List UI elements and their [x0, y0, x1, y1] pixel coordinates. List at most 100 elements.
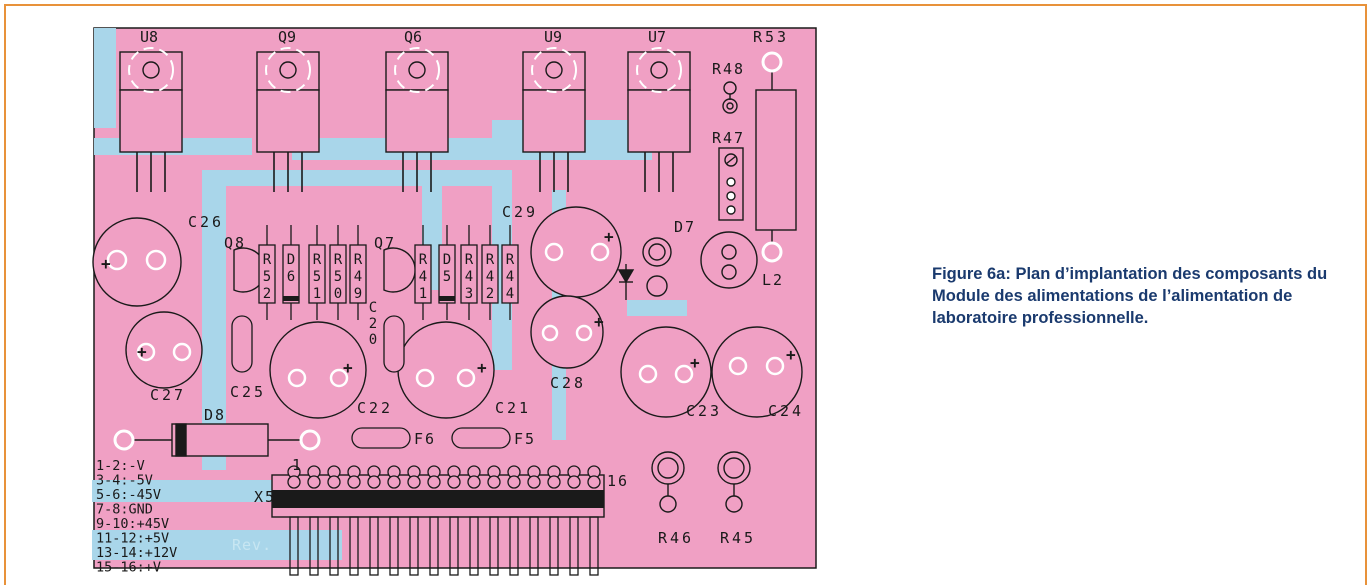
r41-resistor	[414, 244, 432, 304]
label-l2: L2	[762, 271, 784, 289]
label-u7: U7	[648, 28, 666, 46]
figure-caption: Figure 6a: Plan d’implantation des compo…	[932, 263, 1332, 329]
x5-pin-lead	[389, 516, 399, 576]
svg-text:+: +	[604, 227, 614, 246]
r51-resistor	[308, 244, 326, 304]
r46-resistor	[651, 451, 685, 513]
to220-packages	[119, 51, 691, 153]
c26-capacitor	[92, 217, 182, 307]
x5-pin-lead	[569, 516, 579, 576]
l2-inductor	[700, 231, 758, 289]
r43-resistor	[460, 244, 478, 304]
label-c27: C27	[150, 386, 186, 404]
label-c24: C24	[768, 402, 804, 420]
label-r53: R53	[753, 28, 789, 46]
label-c25: C25	[230, 383, 266, 401]
c28-capacitor	[530, 295, 604, 369]
x5-pin-lead	[409, 516, 419, 576]
svg-text:+: +	[594, 312, 604, 331]
r45-resistor	[717, 451, 751, 513]
c22-capacitor	[269, 321, 367, 419]
d8-diode	[113, 423, 321, 457]
label-d7: D7	[674, 218, 696, 236]
pin-legend-line: 9-10:+45V	[96, 516, 169, 532]
label-c28: C28	[550, 374, 586, 392]
x5-pin-lead	[309, 516, 319, 576]
x5-pin-pad	[587, 475, 601, 489]
x5-pin-pad	[547, 475, 561, 489]
x5-pin-lead	[329, 516, 339, 576]
pin-legend-line: 7-8:GND	[96, 502, 153, 518]
copper-traces	[92, 28, 687, 560]
label-f5: F5	[514, 430, 536, 448]
pin-legend-line: 13-14:+12V	[96, 545, 177, 561]
c24-capacitor	[711, 326, 803, 418]
d7-led	[617, 237, 672, 300]
pcb-layout: +++ +++ ++	[92, 20, 818, 582]
x5-pin-lead	[429, 516, 439, 576]
c25-capacitor	[231, 315, 253, 373]
x5-pin-pad	[527, 475, 541, 489]
x5-pin-pad	[387, 475, 401, 489]
r52-resistor	[258, 244, 276, 304]
figure-frame	[4, 4, 1367, 585]
x5-pin-pad	[467, 475, 481, 489]
x5-pin-pad	[347, 475, 361, 489]
caption-label: Figure 6a:	[932, 265, 1011, 283]
label-u9: U9	[544, 28, 562, 46]
svg-text:+: +	[137, 342, 147, 361]
watermark: Rev.	[232, 536, 272, 554]
label-c29: C29	[502, 203, 538, 221]
x5-pin-pad	[307, 475, 321, 489]
label-q9: Q9	[278, 28, 296, 46]
f6-fuse	[351, 427, 411, 449]
q6-package	[385, 51, 449, 153]
x5-pin-pad	[427, 475, 441, 489]
x5-pin-lead	[549, 516, 559, 576]
label-c21: C21	[495, 399, 531, 417]
u8-package	[119, 51, 183, 153]
x5-pin-pad	[407, 475, 421, 489]
c20-capacitor	[383, 315, 405, 373]
x5-pin-lead	[289, 516, 299, 576]
r47-trimmer	[718, 147, 744, 221]
x5-pin-lead	[529, 516, 539, 576]
x5-pin-pad	[487, 475, 501, 489]
x5-pin-lead	[449, 516, 459, 576]
r53-resistor	[755, 51, 797, 263]
r42-resistor	[481, 244, 499, 304]
label-r46: R46	[658, 529, 694, 547]
x5-pin-lead	[489, 516, 499, 576]
svg-text:+: +	[690, 353, 700, 372]
label-c26: C26	[188, 213, 224, 231]
pin-legend-line: 3-4:-5V	[96, 473, 153, 489]
r50-resistor	[329, 244, 347, 304]
label-d8: D8	[204, 406, 226, 424]
label-r45: R45	[720, 529, 756, 547]
x5-connector	[271, 465, 605, 576]
r44-resistor	[501, 244, 519, 304]
svg-text:+: +	[343, 358, 353, 377]
svg-text:+: +	[101, 254, 111, 273]
label-r47: R47	[712, 129, 745, 147]
x5-pin-lead	[469, 516, 479, 576]
x5-pin-pad	[287, 475, 301, 489]
x5-pin-pad	[507, 475, 521, 489]
f5-fuse	[451, 427, 511, 449]
r48-resistor	[722, 81, 738, 114]
label-c22: C22	[357, 399, 393, 417]
x5-pin-lead	[369, 516, 379, 576]
x5-pin-lead	[589, 516, 599, 576]
label-u8: U8	[140, 28, 158, 46]
label-r48: R48	[712, 60, 745, 78]
x5-pin-pad	[447, 475, 461, 489]
d5-diode	[438, 244, 456, 304]
